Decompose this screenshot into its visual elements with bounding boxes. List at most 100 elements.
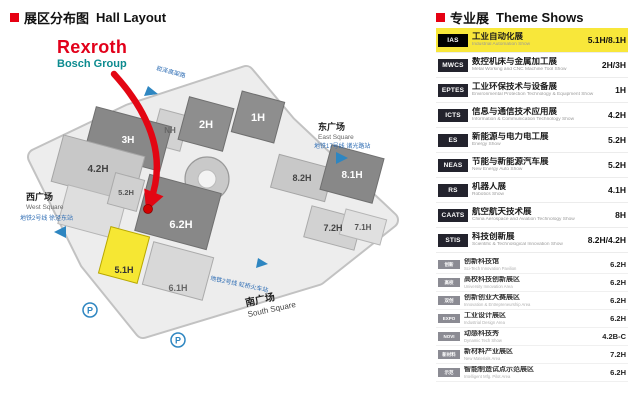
special-zone-row[interactable]: 示范 智能制造试点示范展区 Intelligent Mfg. Pilot Are… xyxy=(436,364,628,382)
show-name-zh: 机器人展 xyxy=(472,182,507,192)
show-hall-number: 2H/3H xyxy=(601,60,626,70)
hall-block-2h xyxy=(177,96,235,152)
zone-name-en: Industrial Design Area xyxy=(464,320,505,325)
show-name-en: Robotics Show xyxy=(472,192,504,197)
bosch-group-wordmark: Bosch Group xyxy=(57,57,127,70)
show-name-en: Energy Show xyxy=(472,142,501,147)
show-logo-badge: EPTES xyxy=(438,83,468,97)
zone-logo-badge: 创新 xyxy=(438,260,460,269)
red-square-bullet-icon xyxy=(436,13,445,22)
show-names: 数控机床与金属加工展 Metal Working and CNC Machine… xyxy=(472,57,596,73)
hall-label-6-2h: 6.2H xyxy=(169,219,192,231)
zone-name-zh: 智能制造试点示范展区 xyxy=(464,365,534,373)
theme-show-row[interactable]: CAATS 航空航天技术展 China Aerospace and Aviati… xyxy=(436,203,628,228)
right-panel-header: 专业展 Theme Shows xyxy=(436,8,583,27)
theme-show-list: IAS 工业自动化展 Industrial Automation Show 5.… xyxy=(436,28,628,253)
theme-show-row[interactable]: NEAS 节能与新能源汽车展 New Energy Auto Show 5.2H xyxy=(436,153,628,178)
show-hall-number: 8H xyxy=(615,210,626,220)
direction-arrow-west-icon xyxy=(54,226,66,238)
transit-label-north: 崧泽高架路 xyxy=(155,64,186,79)
show-hall-number: 5.2H xyxy=(608,160,626,170)
right-title-en: Theme Shows xyxy=(496,10,584,25)
zone-logo-badge: 双创 xyxy=(438,296,460,305)
show-name-en: Metal Working and CNC Machine Tool Show xyxy=(472,67,567,72)
hall-block-7-1h xyxy=(338,208,388,246)
zone-names: 工业设计展区 Industrial Design Area xyxy=(464,312,604,325)
west-square-label-en: West Square xyxy=(26,204,64,211)
hall-label-8-2h: 8.2H xyxy=(292,173,311,183)
theme-show-row[interactable]: ICTS 信息与通信技术应用展 Information & Communicat… xyxy=(436,103,628,128)
special-zone-row[interactable]: 双创 创新创业大赛展区 Innovation & Entrepreneurshi… xyxy=(436,292,628,310)
show-hall-number: 4.1H xyxy=(608,185,626,195)
hall-label-1h: 1H xyxy=(251,112,265,124)
theme-show-row[interactable]: ES 新能源与电力电工展 Energy Show 5.2H xyxy=(436,128,628,153)
theme-show-row[interactable]: RS 机器人展 Robotics Show 4.1H xyxy=(436,178,628,203)
hall-label-3h: 3H xyxy=(122,135,135,146)
zone-name-en: Dynamic Tech Show xyxy=(464,338,502,343)
hall-label-2h: 2H xyxy=(199,119,213,131)
hall-block-1h xyxy=(230,90,286,144)
show-name-zh: 工业自动化展 xyxy=(472,32,524,42)
theme-show-row[interactable]: STIS 科技创新展 Scientific & Technological In… xyxy=(436,228,628,253)
booth-location-dot xyxy=(143,204,153,214)
zone-name-en: University Innovation Area xyxy=(464,284,513,289)
show-names: 科技创新展 Scientific & Technological Innovat… xyxy=(472,232,582,248)
special-zone-row[interactable]: NOVI 动感科技秀 Dynamic Tech Show 4.2B-C xyxy=(436,328,628,346)
left-panel-header: 展区分布图 Hall Layout xyxy=(10,8,166,27)
east-square-label-zh: 东广场 xyxy=(318,121,345,132)
theme-show-row[interactable]: IAS 工业自动化展 Industrial Automation Show 5.… xyxy=(436,28,628,53)
show-logo-badge: STIS xyxy=(438,233,468,247)
zone-hall-number: 6.2H xyxy=(610,278,626,287)
show-logo-badge: MWCS xyxy=(438,58,468,72)
booth-location-arrow xyxy=(110,70,164,212)
show-hall-number: 8.2H/4.2H xyxy=(587,235,626,245)
special-zone-row[interactable]: 高校 高校科技创新展区 University Innovation Area 6… xyxy=(436,274,628,292)
hall-block-5-2h xyxy=(106,172,146,212)
special-zone-row[interactable]: 新材料 新材料产业展区 New Materials Area 7.2H xyxy=(436,346,628,364)
west-square-label-zh: 西广场 xyxy=(26,191,53,202)
hall-label-nh: NH xyxy=(164,126,176,135)
show-names: 信息与通信技术应用展 Information & Communication T… xyxy=(472,107,602,123)
special-zone-row[interactable]: 创新 创新科技馆 Sci-Tech Innovation Pavilion 6.… xyxy=(436,256,628,274)
zone-logo-badge: 新材料 xyxy=(438,350,460,359)
hall-block-8-1h xyxy=(319,144,385,204)
zone-logo-badge: NOVI xyxy=(438,332,460,341)
show-hall-number: 5.1H/8.1H xyxy=(587,35,626,45)
show-logo-badge: RS xyxy=(438,183,468,197)
show-name-zh: 新能源与电力电工展 xyxy=(472,132,549,142)
show-name-en: China Aerospace and Aviation Technology … xyxy=(472,217,575,222)
show-hall-number: 4.2H xyxy=(608,110,626,120)
show-name-en: New Energy Auto Show xyxy=(472,167,523,172)
show-name-en: Environmental Protection Technology & Eq… xyxy=(472,92,594,97)
transit-label-west: 地铁2号线 徐泾东站 xyxy=(20,214,73,222)
zone-names: 新材料产业展区 New Materials Area xyxy=(464,348,604,361)
show-names: 节能与新能源汽车展 New Energy Auto Show xyxy=(472,157,602,173)
theme-show-row[interactable]: EPTES 工业环保技术与设备展 Environmental Protectio… xyxy=(436,78,628,103)
show-name-en: Scientific & Technological Innovation Sh… xyxy=(472,242,563,247)
special-zone-row[interactable]: EXPO 工业设计展区 Industrial Design Area 6.2H xyxy=(436,310,628,328)
direction-arrow-north-icon xyxy=(144,86,158,96)
hall-labels: NH 2H 1H 3H 4.2H 8.2H 8.1H 7.2H 7.1H 6.2… xyxy=(87,112,371,293)
zone-name-zh: 高校科技创新展区 xyxy=(464,275,520,283)
rexroth-wordmark: Rexroth xyxy=(57,37,128,57)
zone-hall-number: 4.2B-C xyxy=(602,332,626,341)
show-name-zh: 信息与通信技术应用展 xyxy=(472,107,558,117)
theme-shows-panel: IAS 工业自动化展 Industrial Automation Show 5.… xyxy=(436,28,628,382)
zone-names: 创新科技馆 Sci-Tech Innovation Pavilion xyxy=(464,258,604,271)
red-square-bullet-icon xyxy=(10,13,19,22)
zone-hall-number: 6.2H xyxy=(610,314,626,323)
left-title-zh: 展区分布图 xyxy=(24,11,90,26)
zone-hall-number: 7.2H xyxy=(610,350,626,359)
show-names: 机器人展 Robotics Show xyxy=(472,182,602,198)
parking-p-icon: P xyxy=(175,336,181,346)
zone-names: 动感科技秀 Dynamic Tech Show xyxy=(464,330,596,343)
direction-arrow-south-icon xyxy=(256,258,268,268)
zone-name-en: New Materials Area xyxy=(464,356,501,361)
zone-hall-number: 6.2H xyxy=(610,368,626,377)
show-hall-number: 1H xyxy=(615,85,626,95)
zone-name-zh: 创新科技馆 xyxy=(464,257,499,265)
show-logo-badge: IAS xyxy=(438,33,468,47)
theme-show-row[interactable]: MWCS 数控机床与金属加工展 Metal Working and CNC Ma… xyxy=(436,53,628,78)
zone-name-zh: 新材料产业展区 xyxy=(464,347,513,355)
show-name-zh: 节能与新能源汽车展 xyxy=(472,157,549,167)
